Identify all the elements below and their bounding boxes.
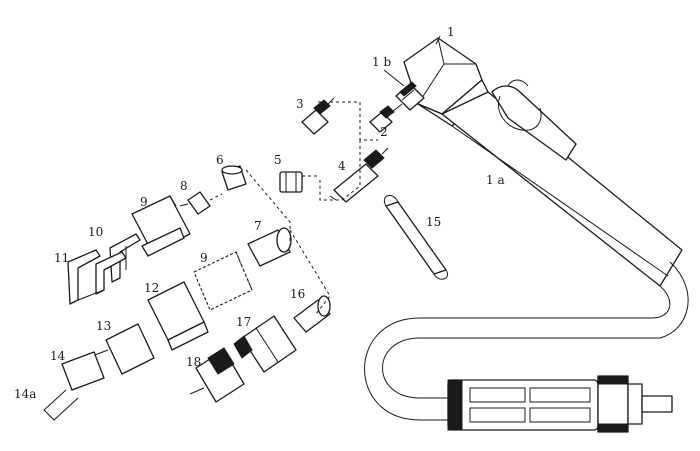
label-part-15: 15 — [426, 215, 441, 229]
retaining-cup-part-18 — [189, 347, 245, 403]
label-part-18: 18 — [186, 355, 201, 369]
label-part-13: 13 — [96, 319, 111, 333]
tip-part-6 — [221, 165, 247, 191]
label-part-10: 10 — [88, 225, 103, 239]
label-part-12: 12 — [144, 281, 159, 295]
label-part-1: 1 — [447, 25, 455, 39]
label-part-14a: 14a — [14, 387, 36, 401]
rear-connector-grip — [447, 375, 673, 433]
nozzle-tip-part-8 — [179, 191, 211, 215]
tip-part-16 — [293, 295, 331, 333]
shield-cup-part-9 — [131, 195, 191, 257]
torch-handle-part-1a — [441, 79, 683, 287]
electrode-part-3 — [301, 97, 335, 135]
extended-tip-part-7 — [247, 227, 292, 267]
leader-lines — [383, 35, 441, 87]
label-part-3: 3 — [296, 97, 304, 111]
label-part-1a: 1 a — [486, 173, 505, 187]
label-part-6: 6 — [216, 153, 224, 167]
label-part-16: 16 — [290, 287, 305, 301]
standoff-guide-part-14 — [43, 351, 105, 421]
label-part-14: 14 — [50, 349, 66, 363]
label-part-9-lower: 9 — [200, 251, 208, 265]
insulator-part-2 — [369, 103, 403, 133]
roller-guide-part-11 — [67, 249, 127, 305]
assembly-dashed-lines — [209, 101, 378, 315]
label-part-7: 7 — [254, 219, 262, 233]
label-part-9-upper: 9 — [140, 195, 148, 209]
torch-head-part-1 — [403, 37, 489, 127]
cable-hose — [364, 261, 689, 421]
label-part-8: 8 — [180, 179, 188, 193]
part-labels: 1 1 a 1 b 2 3 4 5 6 7 8 9 9 10 11 12 13 … — [14, 25, 505, 401]
label-part-11: 11 — [54, 251, 69, 265]
swirl-ring-part-5 — [279, 171, 303, 193]
label-part-1b: 1 b — [372, 55, 391, 69]
label-part-5: 5 — [274, 153, 282, 167]
shield-cup-ghost-part-9 — [193, 251, 253, 311]
head-collar-part-1b — [395, 81, 425, 111]
label-part-4: 4 — [338, 159, 346, 173]
electrode-long-part-4 — [329, 147, 389, 203]
label-part-2: 2 — [380, 125, 388, 139]
spanner-tool-part-15 — [384, 194, 448, 280]
shield-cup-part-12 — [147, 281, 209, 351]
label-part-17: 17 — [236, 315, 251, 329]
nozzle-body-part-17 — [233, 315, 297, 373]
